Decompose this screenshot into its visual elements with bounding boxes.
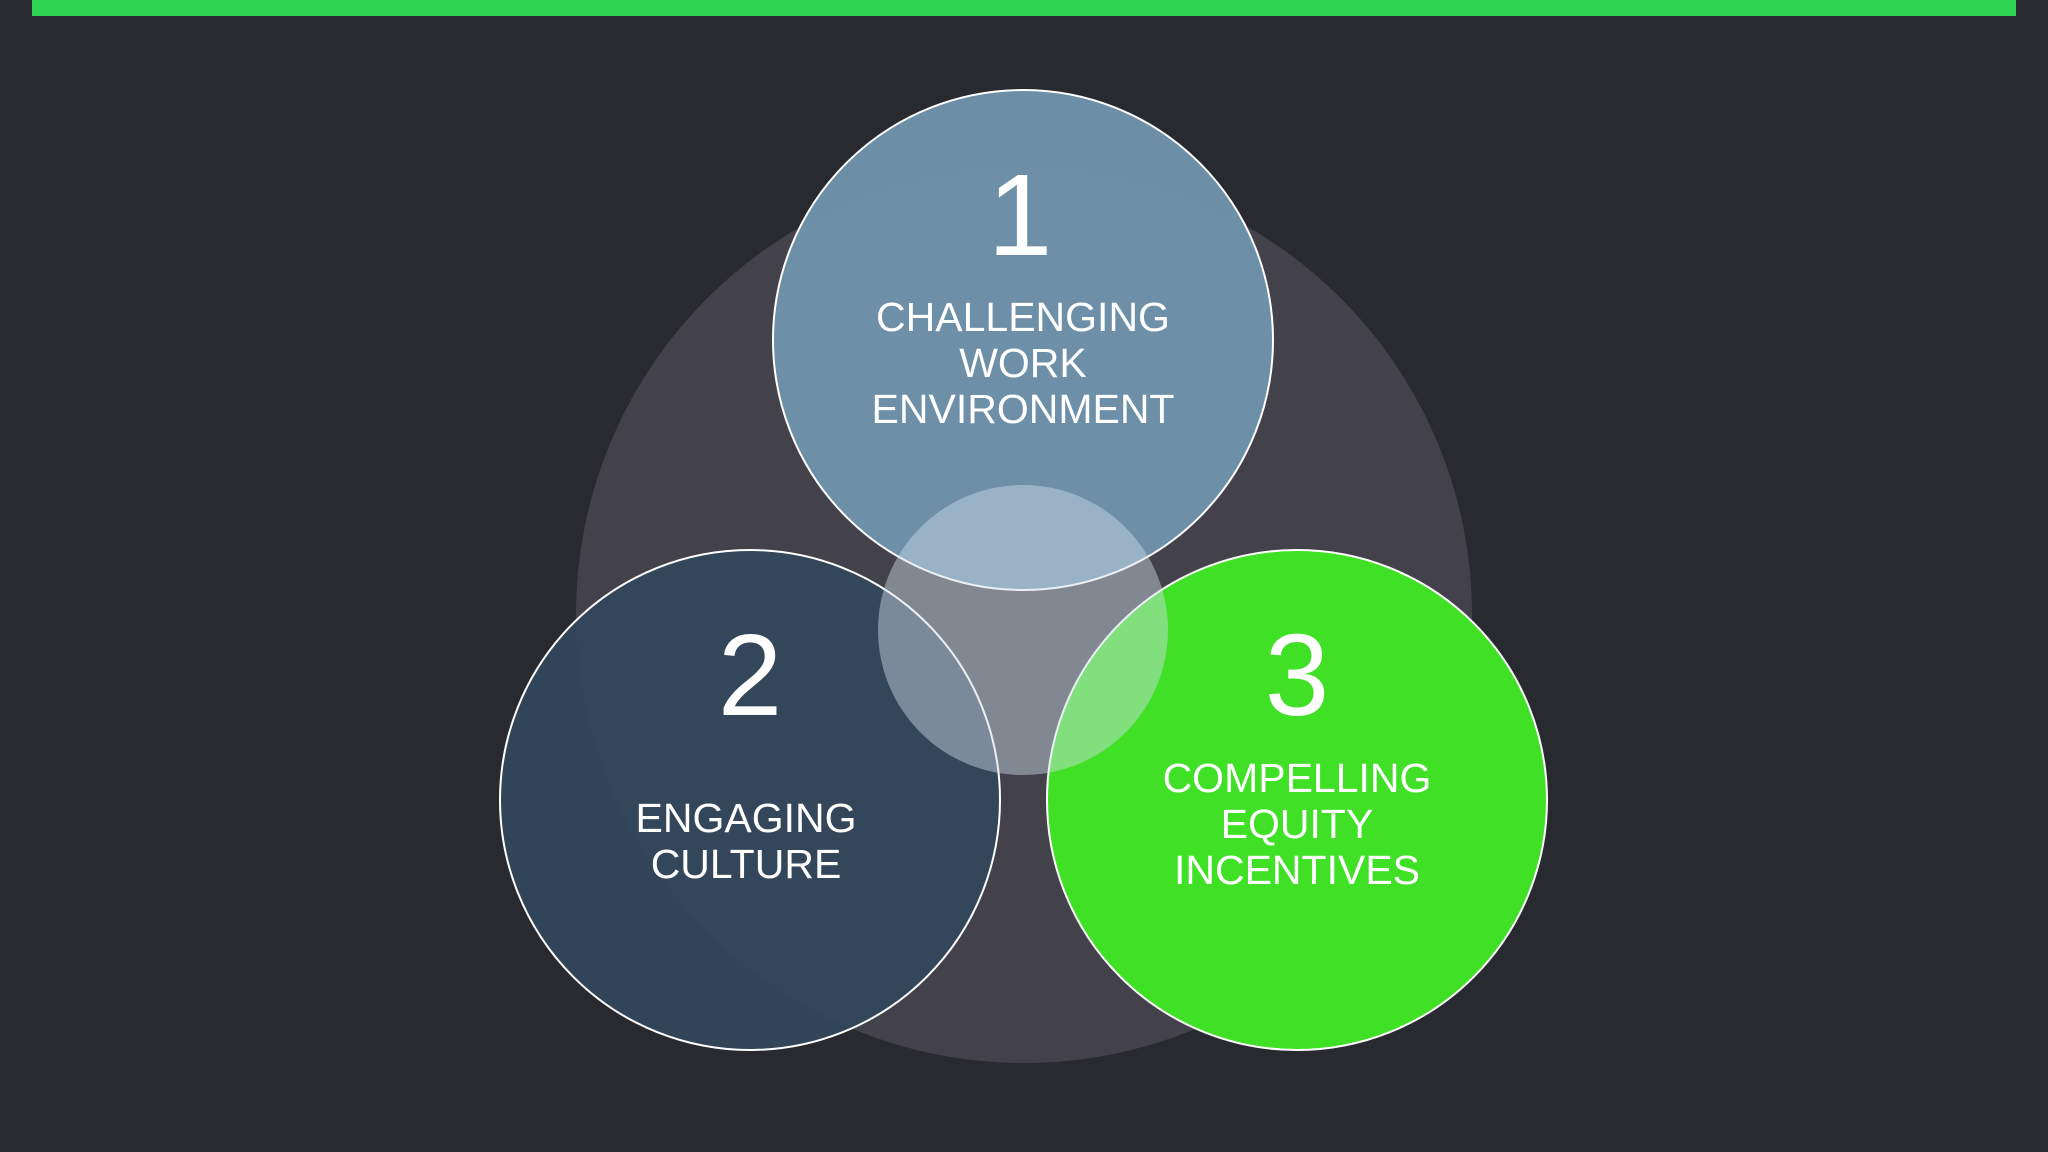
- circle-3-label-line-3: INCENTIVES: [1174, 847, 1420, 893]
- circle-3: [1046, 549, 1548, 1051]
- accent-top-bar: [32, 0, 2016, 16]
- circle-3-number: 3: [1265, 610, 1330, 740]
- circle-2-group: 2 ENGAGING CULTURE: [499, 549, 1001, 1051]
- circle-1-label-line-2: WORK: [959, 340, 1087, 386]
- circle-1: [772, 89, 1274, 591]
- circle-1-label-line-1: CHALLENGING: [876, 294, 1170, 340]
- circle-3-label-line-1: COMPELLING: [1163, 755, 1432, 801]
- circle-1-label-line-3: ENVIRONMENT: [872, 386, 1175, 432]
- center-overlap-circle: [878, 485, 1168, 775]
- circle-1-number: 1: [988, 150, 1053, 280]
- circle-3-label-line-2: EQUITY: [1221, 801, 1374, 847]
- circle-2-number: 2: [718, 610, 783, 740]
- circle-3-group: 3 COMPELLING EQUITY INCENTIVES: [1046, 549, 1548, 1051]
- circle-1-group: 1 CHALLENGING WORK ENVIRONMENT: [772, 89, 1274, 591]
- circle-2: [499, 549, 1001, 1051]
- circle-2-label-line-2: CULTURE: [651, 841, 842, 887]
- circle-2-label-line-1: ENGAGING: [636, 795, 857, 841]
